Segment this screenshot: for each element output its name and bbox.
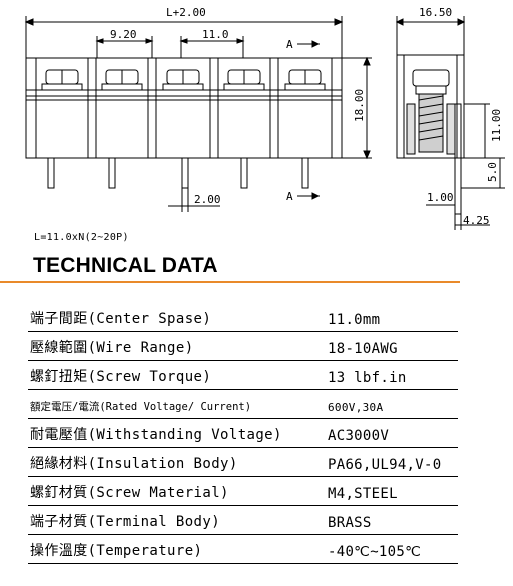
spec-label: 耐電壓值(Withstanding Voltage): [30, 427, 282, 443]
section-heading: TECHNICAL DATA: [33, 254, 218, 277]
section-mark-top: A: [286, 38, 293, 51]
technical-drawing: L+2.00 9.20 11.0 2.00 A A 16.50 1.00 4.2…: [24, 6, 505, 230]
dim-pitch-a: 9.20: [110, 28, 137, 41]
spec-label: 絕緣材料(Insulation Body): [30, 456, 238, 472]
dim-pin: 2.00: [194, 193, 221, 206]
spec-row: 端子材質(Terminal Body) BRASS: [28, 506, 458, 535]
spec-row: 端子間距(Center Spase) 11.0mm: [28, 303, 458, 332]
spec-label: 壓線範圍(Wire Range): [30, 340, 194, 356]
spec-table: 端子間距(Center Spase) 11.0mm 壓線範圍(Wire Rang…: [28, 303, 458, 564]
spec-value: 13 lbf.in: [328, 370, 407, 386]
spec-row: 絕緣材料(Insulation Body) PA66,UL94,V-0: [28, 448, 458, 477]
spec-value: 18-10AWG: [328, 341, 398, 357]
spec-value: -40℃~105℃: [328, 544, 422, 560]
dim-pitch-b: 11.0: [202, 28, 229, 41]
spec-row: 額定電压/電流(Rated Voltage/ Current) 600V,30A: [28, 390, 458, 419]
spec-value: BRASS: [328, 515, 372, 531]
spec-value: AC3000V: [328, 428, 390, 444]
heading-divider: [0, 281, 460, 283]
side-offset: 4.25: [463, 214, 490, 227]
side-h2: 5.0: [486, 162, 499, 182]
spec-label: 螺釘材質(Screw Material): [30, 485, 229, 501]
side-h1: 11.00: [490, 109, 503, 142]
side-pin: 1.00: [427, 191, 454, 204]
spec-label: 額定電压/電流(Rated Voltage/ Current): [30, 401, 252, 413]
spec-value: M4,STEEL: [328, 486, 398, 502]
spec-row: 操作溫度(Temperature) -40℃~105℃: [28, 535, 458, 564]
dim-height: 18.00: [353, 89, 366, 122]
spec-row: 螺釘材質(Screw Material) M4,STEEL: [28, 477, 458, 506]
spec-label: 操作溫度(Temperature): [30, 543, 203, 559]
spec-value: 11.0mm: [328, 312, 381, 328]
spec-label: 螺釘扭矩(Screw Torque): [30, 369, 212, 385]
spec-row: 耐電壓值(Withstanding Voltage) AC3000V: [28, 419, 458, 448]
length-formula: L=11.0xN(2~20P): [34, 232, 129, 243]
spec-label: 端子間距(Center Spase): [30, 311, 212, 327]
section-mark-bottom: A: [286, 190, 293, 203]
spec-label: 端子材質(Terminal Body): [30, 514, 221, 530]
side-width: 16.50: [419, 6, 452, 19]
dim-total: L+2.00: [166, 6, 206, 19]
spec-row: 壓線範圍(Wire Range) 18-10AWG: [28, 332, 458, 361]
spec-value: PA66,UL94,V-0: [328, 457, 442, 473]
spec-row: 螺釘扭矩(Screw Torque) 13 lbf.in: [28, 361, 458, 390]
spec-value: 600V,30A: [328, 401, 384, 414]
